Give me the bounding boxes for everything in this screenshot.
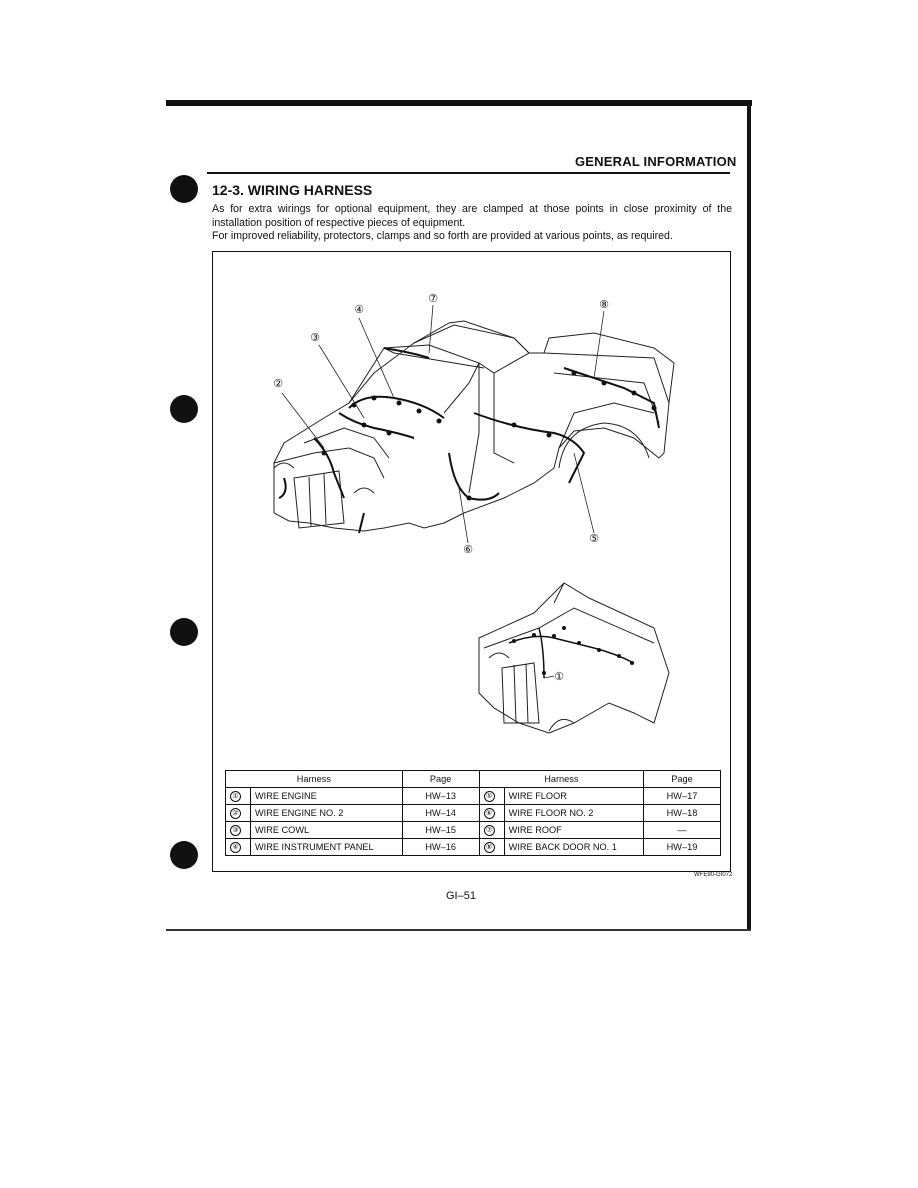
punch-hole (170, 175, 198, 203)
table-header-row: Harness Page Harness Page (225, 770, 721, 788)
row-number: ④ (230, 842, 241, 853)
bottom-rule (166, 929, 751, 931)
page-ref: HW–18 (643, 804, 721, 822)
callout-1: ① (554, 670, 564, 683)
intro-text: As for extra wirings for optional equipm… (212, 203, 732, 244)
intro-paragraph-1: As for extra wirings for optional equipm… (212, 203, 732, 229)
harness-table: Harness Page Harness Page ① WIRE ENGINE … (225, 770, 721, 856)
table-row: ① WIRE ENGINE HW–13 ⑤ WIRE FLOOR HW–17 (225, 787, 721, 805)
row-number: ① (230, 791, 241, 802)
header-harness-left: Harness (225, 770, 403, 788)
figure-frame (212, 251, 731, 872)
header-page-right: Page (643, 770, 721, 788)
punch-hole (170, 395, 198, 423)
windshield-frame (348, 344, 480, 414)
callout-4: ④ (354, 303, 364, 316)
header-harness-right: Harness (478, 770, 645, 788)
front-grille (293, 470, 345, 529)
harness-name: WIRE ENGINE NO. 2 (250, 804, 403, 822)
page-ref: HW–17 (643, 787, 721, 805)
harness-name: WIRE FLOOR (503, 787, 645, 805)
row-number: ⑧ (483, 842, 495, 853)
table-row: ③ WIRE COWL HW–15 ⑦ WIRE ROOF — (225, 821, 721, 839)
figure-code: WFE90-GI072 (694, 872, 733, 878)
section-title: GENERAL INFORMATION (575, 154, 737, 169)
rear-wheel-arch (558, 422, 650, 469)
harness-name: WIRE ENGINE (250, 787, 403, 805)
harness-name: WIRE ROOF (503, 821, 645, 839)
wire-roof (383, 347, 430, 359)
wire-engine-no-2 (313, 437, 345, 499)
harness-name: WIRE COWL (250, 821, 403, 839)
row-number: ② (230, 808, 241, 819)
section-rule (207, 172, 730, 174)
table-row: ④ WIRE INSTRUMENT PANEL HW–16 ⑧ WIRE BAC… (225, 838, 721, 856)
callout-8: ⑧ (599, 298, 609, 311)
wire-engine (508, 635, 635, 664)
wiring-harness-illustration: ④ ⑦ ③ ② ⑧ ⑤ ⑥ ① (273, 292, 675, 734)
header-page-left: Page (401, 770, 480, 788)
page-ref: — (643, 821, 721, 839)
wire-floor (473, 412, 586, 484)
wire-cowl (338, 412, 415, 439)
top-rule (166, 100, 752, 106)
callout-5: ⑤ (589, 532, 599, 545)
page-ref: HW–13 (401, 787, 480, 805)
wire-instrument-panel (348, 395, 445, 419)
page-ref: HW–14 (401, 804, 480, 822)
row-number: ③ (230, 825, 241, 836)
callout-6: ⑥ (463, 543, 473, 556)
page-ref: HW–16 (401, 838, 480, 856)
harness-name: WIRE FLOOR NO. 2 (503, 804, 645, 822)
row-number: ⑥ (483, 808, 495, 819)
table-row: ② WIRE ENGINE NO. 2 HW–14 ⑥ WIRE FLOOR N… (225, 804, 721, 822)
wire-back-door-no-1 (563, 367, 660, 429)
row-number: ⑦ (483, 825, 495, 836)
harness-name: WIRE BACK DOOR NO. 1 (503, 838, 645, 856)
callout-2: ② (273, 377, 283, 390)
right-rule (747, 100, 751, 931)
callout-3: ③ (310, 331, 320, 344)
punch-hole (170, 618, 198, 646)
harness-name: WIRE INSTRUMENT PANEL (250, 838, 403, 856)
punch-hole (170, 841, 198, 869)
vehicle-body-outline (273, 320, 675, 532)
inset-engine-view (478, 582, 670, 734)
page-heading: 12-3. WIRING HARNESS (212, 182, 373, 198)
callout-7: ⑦ (428, 292, 438, 305)
row-number: ⑤ (483, 791, 495, 802)
page-ref: HW–15 (401, 821, 480, 839)
page-ref: HW–19 (643, 838, 721, 856)
page-number: GI–51 (446, 890, 476, 902)
intro-paragraph-2: For improved reliability, protectors, cl… (212, 230, 673, 242)
